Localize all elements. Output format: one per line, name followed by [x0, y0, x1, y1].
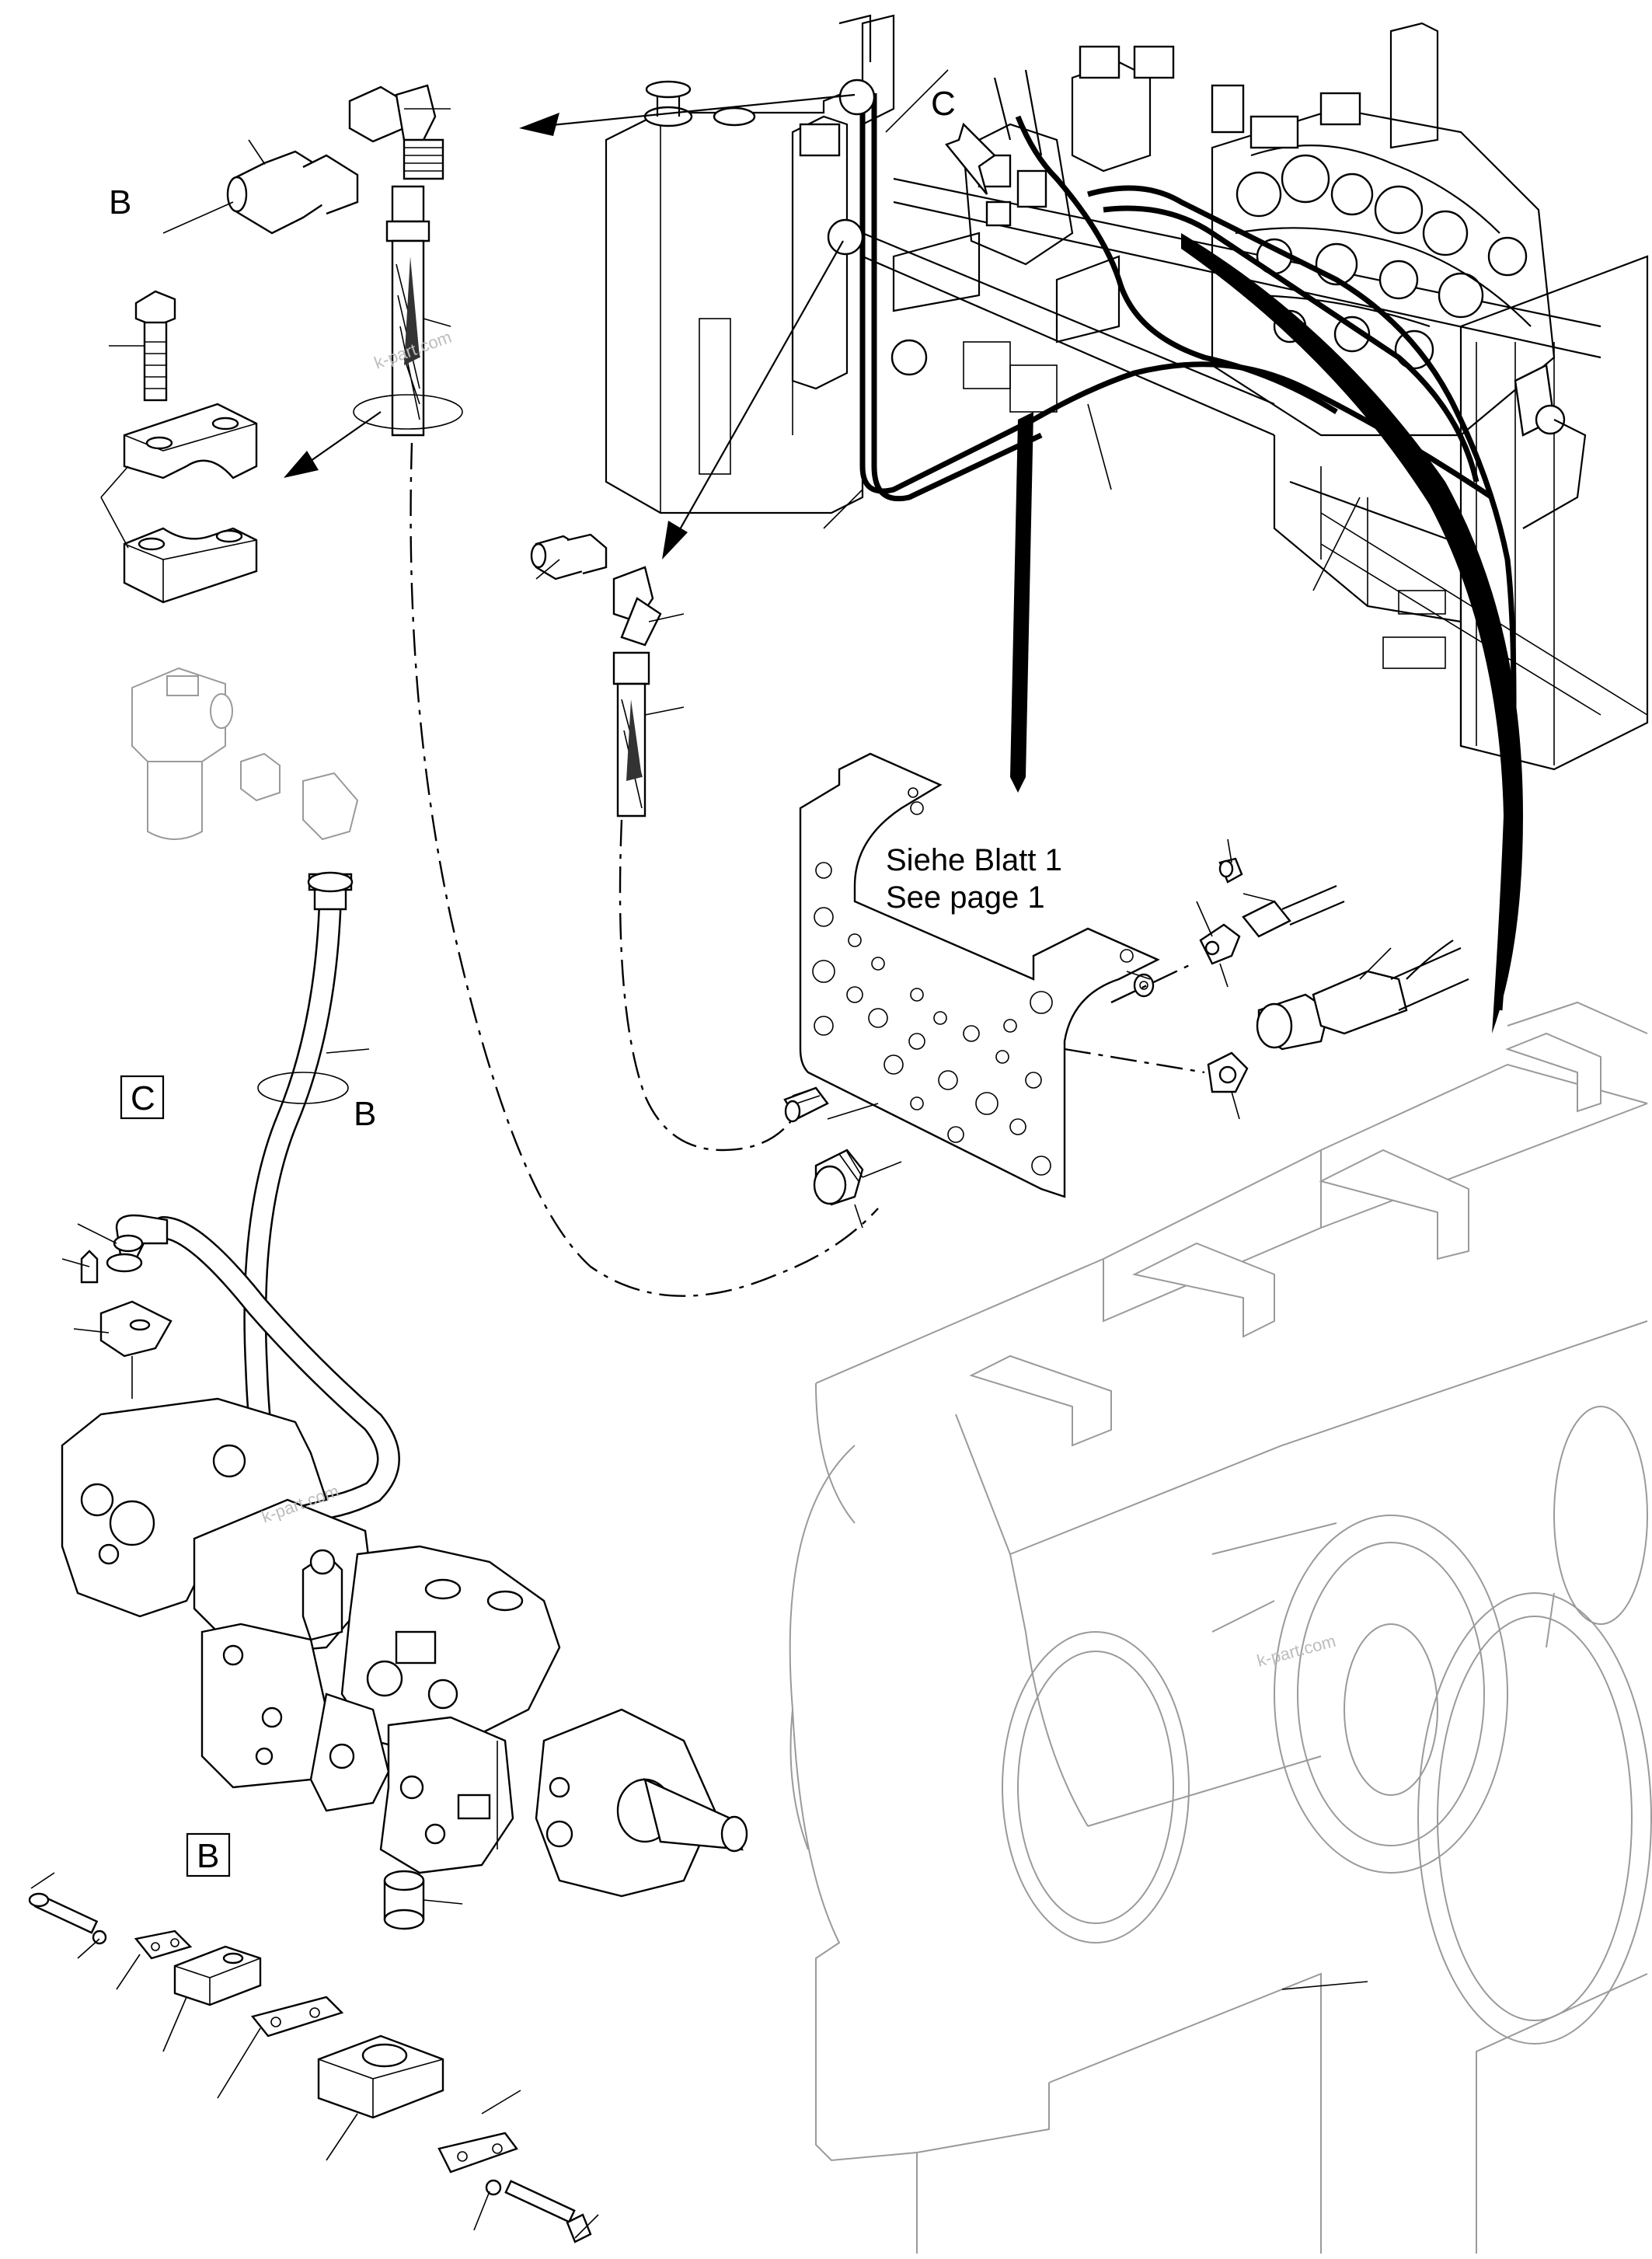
- dashed-route-elbow: [619, 819, 793, 1152]
- filter-housing-ghost: [131, 667, 359, 841]
- detail-circle-lower: [827, 218, 864, 256]
- detail-circle-upper: [838, 78, 876, 116]
- callout-box-b: B: [186, 1832, 231, 1877]
- clamp-kit-bottom: [28, 1870, 599, 2243]
- hydraulic-pump-assembly: [61, 1397, 748, 1898]
- bracket-holes: [812, 787, 1134, 1176]
- callout-b-top: B: [109, 183, 131, 221]
- detail-b-hose-fittings: [162, 84, 463, 437]
- machine-frame-assembly: [605, 14, 1649, 1034]
- note-see-page: See page 1: [886, 880, 1045, 915]
- mounting-bracket: Siehe Blatt 1 See page 1: [799, 752, 1160, 1198]
- bracket-fittings: [783, 838, 1469, 1229]
- hose-elbow-left: [61, 1214, 400, 1522]
- callout-b-loop: B: [354, 1095, 376, 1133]
- pipe-clamp-halves: [100, 403, 258, 604]
- watermark-3: k-part.com: [1255, 1631, 1338, 1671]
- engine-block: [1211, 84, 1556, 437]
- callout-b-box-label: B: [197, 1837, 219, 1875]
- callout-c-box-label: C: [131, 1079, 155, 1117]
- note-siehe-blatt: Siehe Blatt 1: [886, 843, 1062, 877]
- fitting-set-middle: [530, 533, 685, 817]
- callout-c-top: C: [931, 85, 956, 123]
- gearbox-ghost: [789, 1001, 1652, 2254]
- callout-arrows: [284, 93, 996, 560]
- gearbox-leader: [1281, 1981, 1368, 1990]
- dashed-route-b: [410, 442, 879, 1297]
- clamp-bolt: [109, 290, 176, 402]
- callout-box-c: C: [120, 1075, 165, 1120]
